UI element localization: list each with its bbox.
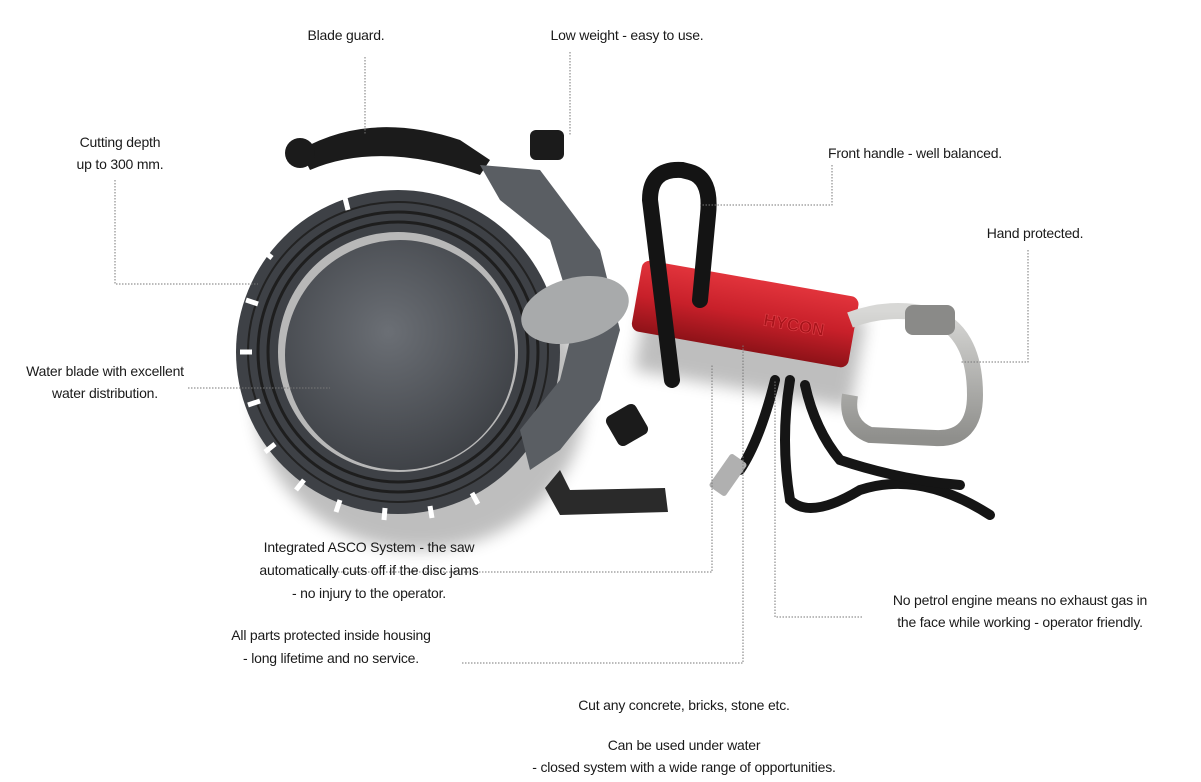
- callout-line: up to 300 mm.: [76, 156, 164, 172]
- hydraulic-motor: [521, 275, 629, 345]
- callout-line: Water blade with excellent: [26, 363, 184, 379]
- hydraulic-hoses: [735, 375, 995, 520]
- foot-plate: [545, 470, 668, 515]
- blade-guard: [300, 127, 490, 175]
- rear-handle: [841, 303, 984, 447]
- callout-hand-protected: Hand protected.: [986, 225, 1084, 241]
- callout-line: Integrated ASCO System - the saw: [263, 539, 475, 555]
- callout-line: - no injury to the operator.: [292, 585, 446, 601]
- callout-line: - closed system with a wide range of opp…: [532, 759, 836, 775]
- motor-housing: [480, 165, 620, 470]
- water-valve-knob: [605, 403, 649, 447]
- callout-all-parts: All parts protected inside housing - lon…: [231, 624, 431, 670]
- callout-low-weight: Low weight - easy to use.: [550, 27, 704, 43]
- callout-line: All parts protected inside housing: [231, 627, 431, 643]
- callout-front-handle: Front handle - well balanced.: [828, 145, 1002, 161]
- top-knob: [530, 130, 564, 160]
- guard-knob: [285, 138, 315, 168]
- saw-blade: [236, 190, 560, 521]
- callout-line: No petrol engine means no exhaust gas in: [892, 592, 1148, 608]
- callout-cutting-depth: Cutting depth up to 300 mm.: [77, 131, 164, 175]
- callout-line: automatically cuts off if the disc jams: [259, 562, 479, 578]
- callout-no-petrol: No petrol engine means no exhaust gas in…: [893, 589, 1147, 633]
- hand-guard: [905, 305, 955, 335]
- leader-lines: [114, 52, 1029, 664]
- callout-line: Can be used under water: [607, 737, 761, 753]
- callout-line: the face while working - operator friend…: [897, 614, 1143, 630]
- red-body: HYCON: [631, 260, 859, 368]
- callout-asco-system: Integrated ASCO System - the saw automat…: [259, 536, 478, 605]
- front-handle: [641, 161, 717, 388]
- callout-line: Cutting depth: [79, 134, 161, 150]
- callout-under-water: Can be used under water - closed system …: [532, 734, 836, 778]
- callout-line: water distribution.: [52, 385, 158, 401]
- callout-water-blade: Water blade with excellent water distrib…: [26, 360, 184, 404]
- hose-coupling: [709, 454, 747, 496]
- callout-cut-any: Cut any concrete, bricks, stone etc.: [578, 697, 790, 713]
- callout-line: - long lifetime and no service.: [243, 650, 419, 666]
- callout-blade-guard: Blade guard.: [307, 27, 385, 43]
